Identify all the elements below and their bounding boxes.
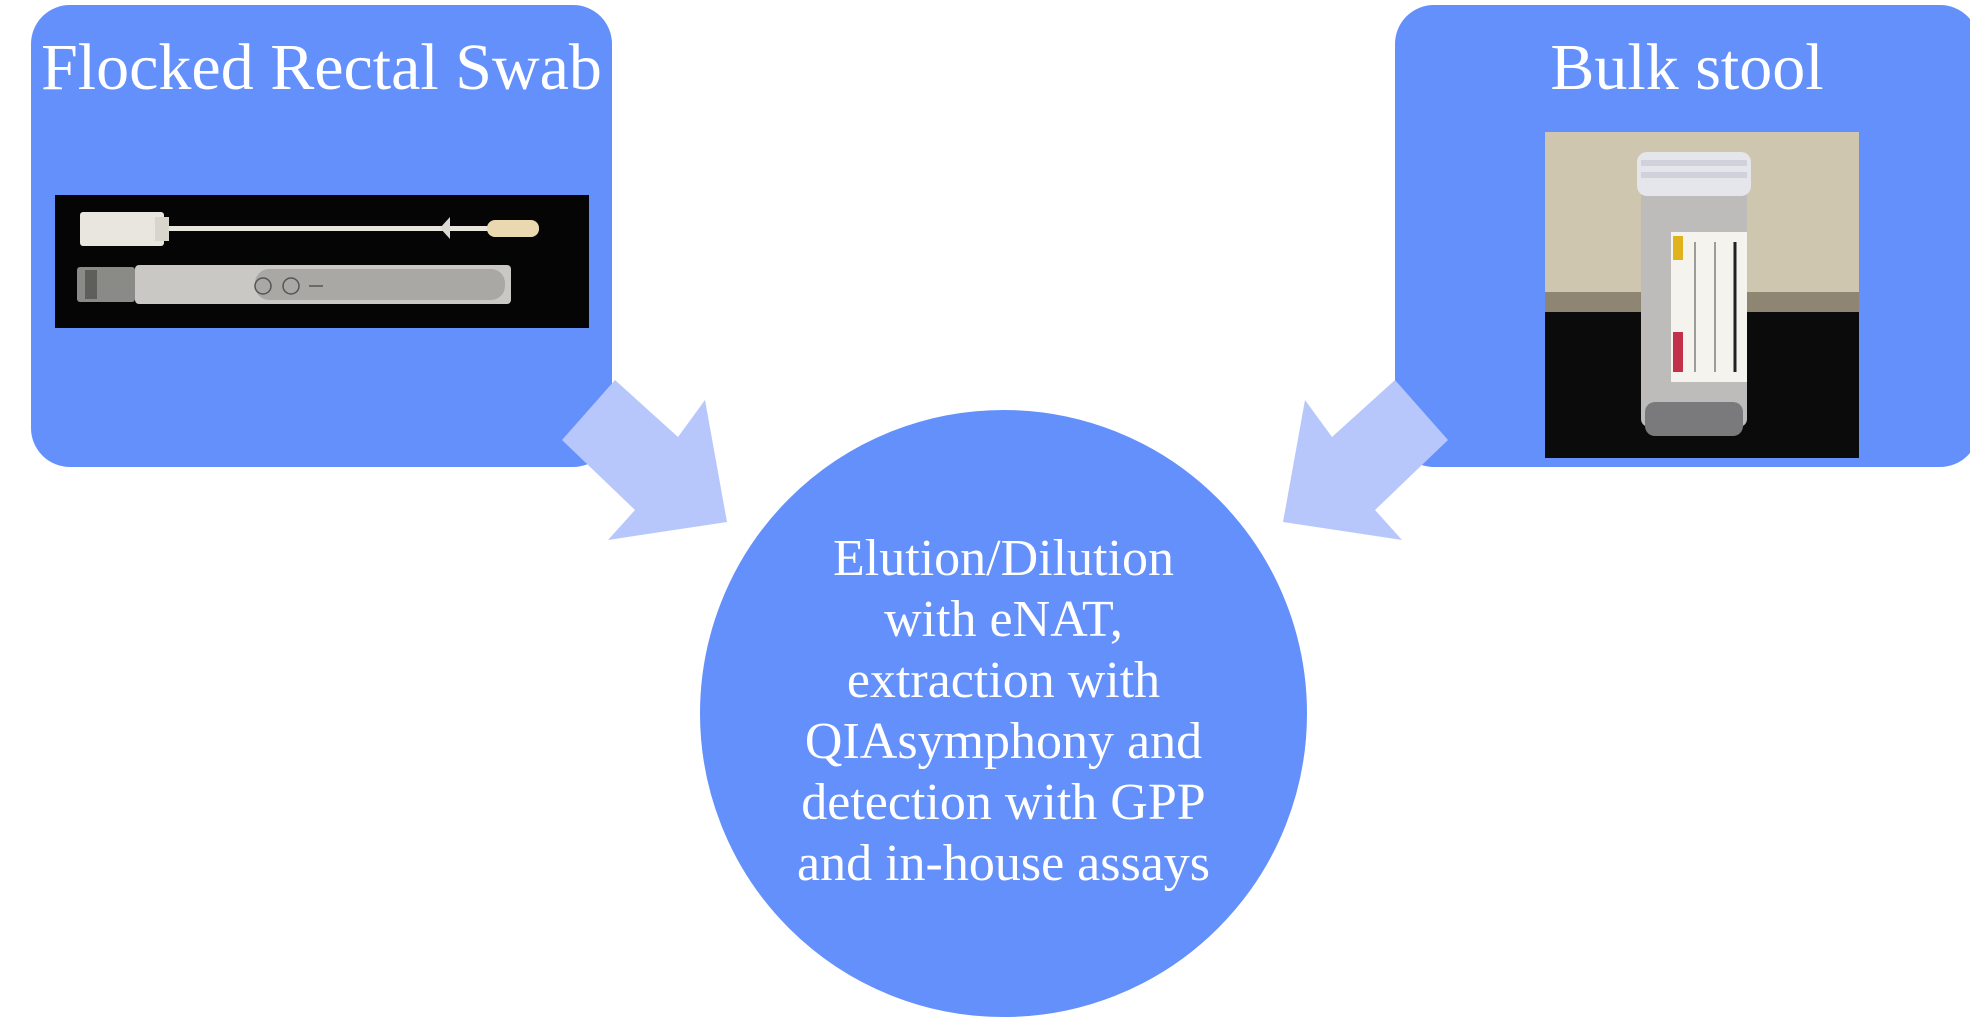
swab-box-title: Flocked Rectal Swab (41, 31, 602, 104)
process-circle: Elution/Dilution with eNAT, extraction w… (697, 407, 1310, 1020)
left-arrow-icon (562, 380, 727, 540)
stool-container-photo (1545, 132, 1859, 458)
process-description: Elution/Dilution with eNAT, extraction w… (796, 529, 1211, 892)
stool-box: Bulk stool (1392, 2, 1970, 470)
stool-box-title: Bulk stool (1550, 31, 1824, 104)
swab-box: Flocked Rectal Swab (28, 2, 615, 470)
stool-container-illustration (1545, 132, 1859, 458)
right-arrow-icon (1283, 380, 1448, 540)
swab-tube-illustration (55, 195, 589, 328)
swab-tube-photo (55, 195, 589, 328)
